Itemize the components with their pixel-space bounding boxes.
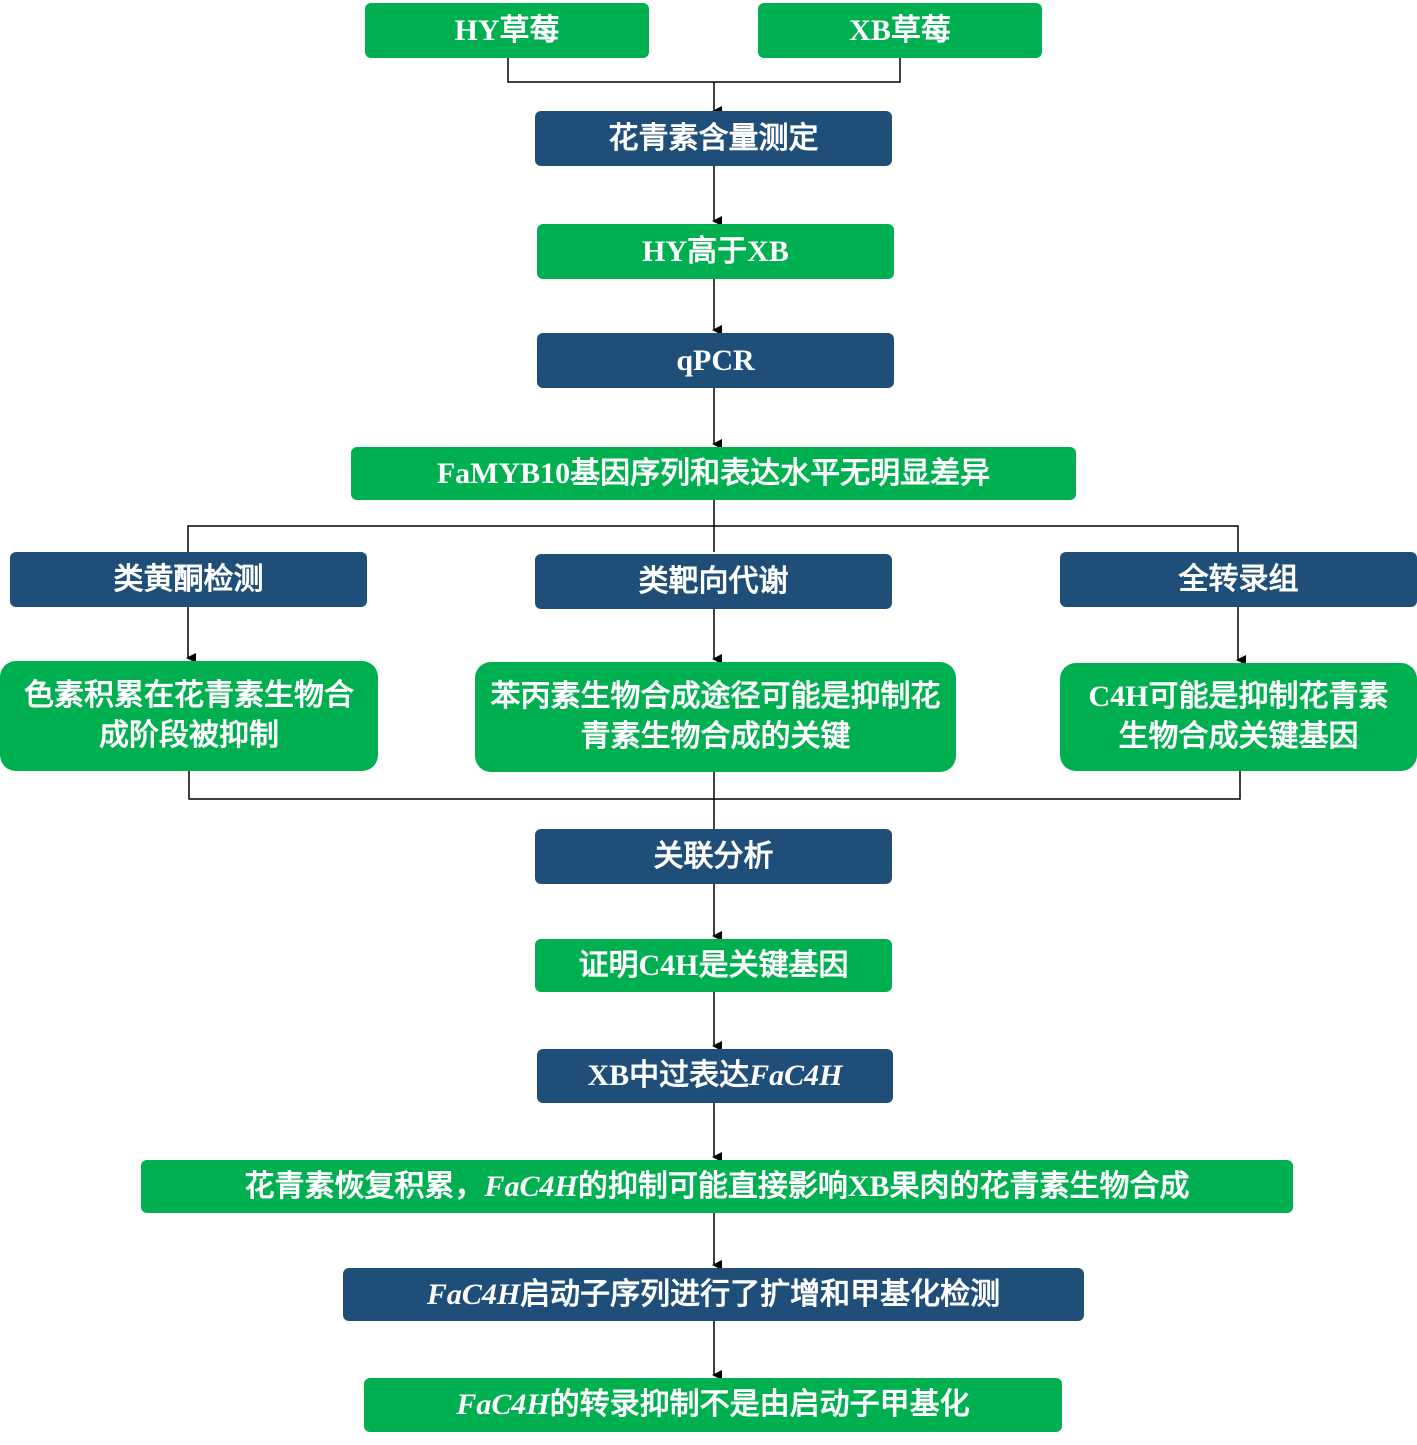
node-hy-higher-b: 高于 <box>687 233 748 269</box>
node-qpcr: qPCR <box>537 333 894 388</box>
node-hy-higher-a: HY <box>642 234 688 268</box>
node-xb-strawberry-text: 草莓 <box>890 12 951 48</box>
node-overexpress-a: XB <box>587 1059 630 1092</box>
node-overexpress-b: 中过表达 <box>629 1058 750 1093</box>
node-c4h-possible-gene: C4H <box>1088 680 1149 713</box>
node-famyb10-gene: FaMYB10 <box>436 456 571 490</box>
node-recovery-d: XB <box>847 1169 890 1203</box>
node-c4h-possible-text: 可能是抑制花青素生物合成关键基因 <box>1118 679 1389 754</box>
node-recovery-c: 的抑制可能直接影响 <box>577 1168 848 1204</box>
node-correlation: 关联分析 <box>535 829 892 884</box>
node-prove-c4h-c: 是关键基因 <box>698 947 849 983</box>
node-promoter-gene: FaC4H <box>426 1277 521 1311</box>
node-prove-c4h-a: 证明 <box>578 947 639 983</box>
node-recovery-a: 花青素恢复积累， <box>244 1168 485 1204</box>
node-recovery-gene: FaC4H <box>484 1169 578 1203</box>
node-phenylpropanoid: 苯丙素生物合成途径可能是抑制花青素生物合成的关键 <box>475 662 956 772</box>
node-pigment-inhibited: 色素积累在花青素生物合成阶段被抑制 <box>0 661 378 771</box>
node-hy-higher-c: XB <box>747 234 789 268</box>
node-qpcr-text: qPCR <box>676 343 755 377</box>
node-flavonoid-detection: 类黄酮检测 <box>10 552 367 607</box>
node-c4h-possible: C4H可能是抑制花青素生物合成关键基因 <box>1060 663 1417 771</box>
merge-line-top <box>507 58 901 83</box>
node-anthocyanin-content: 花青素含量测定 <box>535 111 892 166</box>
node-xb-strawberry-code: XB <box>849 13 891 47</box>
node-conclusion-text: 的转录抑制不是由启动子甲基化 <box>549 1387 970 1422</box>
node-overexpress-gene: FaC4H <box>749 1059 843 1092</box>
node-famyb10-text: 基因序列和表达水平无明显差异 <box>570 455 991 491</box>
node-prove-c4h-b: C4H <box>638 948 699 982</box>
node-hy-strawberry-code: HY <box>454 13 500 47</box>
node-recovery-e: 果肉的花青素生物合成 <box>889 1168 1190 1204</box>
node-conclusion-gene: FaC4H <box>456 1388 550 1421</box>
node-targeted-metabolism: 类靶向代谢 <box>535 554 892 609</box>
split-line <box>187 525 1239 552</box>
node-hy-strawberry-text: 草莓 <box>499 12 560 48</box>
node-transcriptome: 全转录组 <box>1060 552 1417 607</box>
node-promoter-text: 启动子序列进行了扩增和甲基化检测 <box>520 1276 1001 1312</box>
